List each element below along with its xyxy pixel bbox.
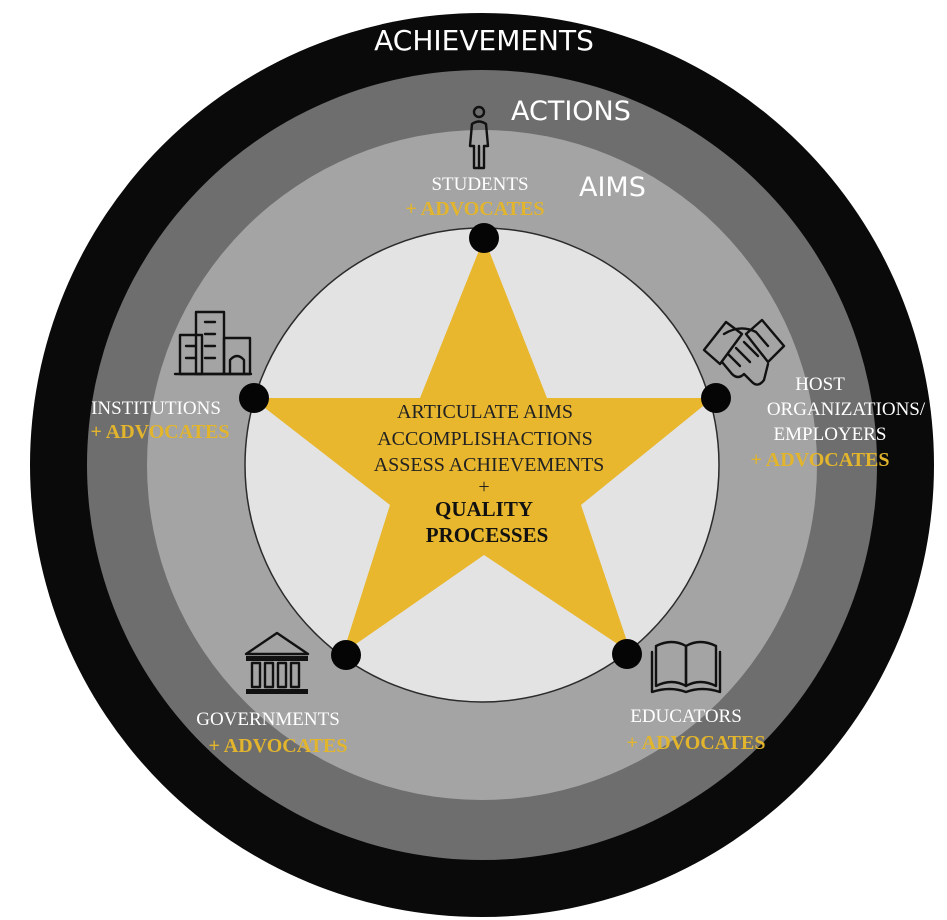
ring-title-actions: ACTIONS [511, 96, 631, 127]
center-plus: + [478, 476, 489, 498]
star-point-educators [612, 639, 642, 669]
students-label: STUDENTS [431, 174, 528, 195]
center-articulate-aims: ARTICULATE AIMS [397, 401, 573, 423]
center-assess-achievements: ASSESS ACHIEVEMENTS [374, 454, 605, 476]
star-point-institutions [239, 383, 269, 413]
students-advocates: + ADVOCATES [406, 198, 545, 220]
quality-star [252, 238, 713, 653]
center-processes: PROCESSES [426, 523, 549, 547]
host-label-line3: EMPLOYERS [774, 424, 887, 445]
governments-advocates: + ADVOCATES [209, 735, 348, 757]
star-point-host [701, 383, 731, 413]
ring-title-achievements: ACHIEVEMENTS [374, 24, 594, 57]
government-building-icon [244, 631, 310, 694]
host-advocates: + ADVOCATES [751, 449, 890, 471]
host-label-line2: ORGANIZATIONS/ [767, 399, 926, 420]
buildings-icon [173, 310, 253, 376]
ring-title-aims: AIMS [579, 172, 646, 203]
star-point-governments [331, 640, 361, 670]
person-icon [468, 105, 490, 170]
educators-advocates: + ADVOCATES [627, 732, 766, 754]
educators-label: EDUCATORS [630, 706, 742, 727]
center-accomplish-actions: ACCOMPLISHACTIONS [377, 428, 593, 450]
institutions-advocates: + ADVOCATES [91, 421, 230, 443]
institutions-label: INSTITUTIONS [91, 398, 221, 419]
handshake-icon [702, 318, 786, 386]
host-label-line1: HOST [795, 374, 845, 395]
star-point-students [469, 223, 499, 253]
book-icon [650, 640, 722, 694]
center-quality: QUALITY [435, 497, 533, 521]
governments-label: GOVERNMENTS [196, 709, 340, 730]
